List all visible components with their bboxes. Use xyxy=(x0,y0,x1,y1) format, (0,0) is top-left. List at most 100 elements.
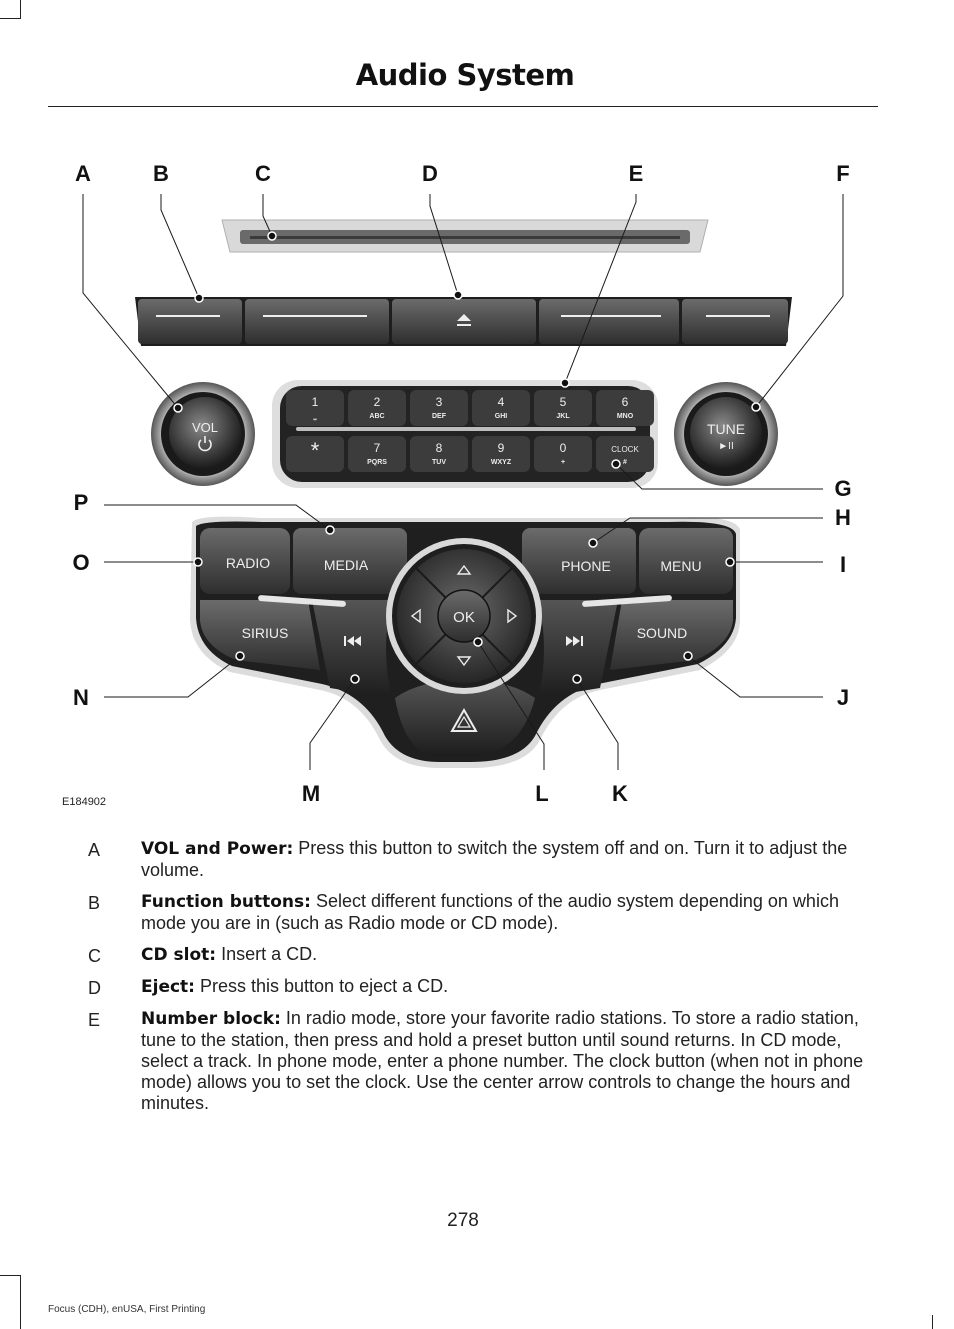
vol-knob[interactable]: VOL xyxy=(151,382,255,486)
function-button-4[interactable] xyxy=(682,299,788,344)
callout-h: H xyxy=(835,505,851,530)
number-key-sublabel: MNO xyxy=(617,413,634,420)
footer-text: Focus (CDH), enUSA, First Printing xyxy=(48,1304,206,1315)
callout-o: O xyxy=(72,550,89,575)
item-letter: D xyxy=(88,978,101,998)
sound-label: SOUND xyxy=(637,625,688,641)
number-key-sublabel: DEF xyxy=(432,413,447,420)
function-button-2[interactable] xyxy=(245,299,389,344)
callout-p: P xyxy=(74,490,89,515)
number-key-7[interactable]: * xyxy=(286,436,344,472)
menu-label: MENU xyxy=(660,558,701,574)
number-key-label: 8 xyxy=(436,441,443,455)
audio-control-panel-figure: VOL TUNE ►II 1⎵2ABC3DEF4GHI5JKL6MNO*7PQR… xyxy=(72,161,851,806)
hazard-icon xyxy=(450,707,478,732)
figure-id: E184902 xyxy=(62,796,107,808)
number-key-sublabel: JKL xyxy=(556,413,570,420)
number-key-label: 4 xyxy=(498,395,505,409)
item-term: Number block: xyxy=(141,1009,281,1029)
callout-f: F xyxy=(836,161,849,186)
ok-button[interactable] xyxy=(437,589,491,643)
number-key-12[interactable]: CLOCK# xyxy=(596,436,654,472)
menu-button[interactable] xyxy=(639,528,733,594)
media-label: MEDIA xyxy=(324,557,369,573)
main-button-cluster: RADIO MEDIA PHONE MENU SIRIUS SOUND xyxy=(190,516,740,768)
function-button-1[interactable] xyxy=(138,299,242,344)
item-description: Press this button to switch the system o… xyxy=(141,838,848,880)
phone-label: PHONE xyxy=(561,558,611,574)
number-key-sublabel: + xyxy=(561,459,565,466)
item-text: VOL and Power: Press this button to swit… xyxy=(141,838,869,881)
eject-icon xyxy=(457,314,471,326)
down-arrow-icon[interactable] xyxy=(456,656,472,667)
leader-lines xyxy=(82,194,844,770)
item-text: CD slot: Insert a CD. xyxy=(141,944,869,966)
up-arrow-icon[interactable] xyxy=(456,564,472,575)
number-key-label: 9 xyxy=(498,441,505,455)
number-key-label: 5 xyxy=(560,395,567,409)
play-pause-label: ►II xyxy=(718,441,733,452)
number-key-1[interactable]: 1⎵ xyxy=(286,390,344,426)
number-key-label: 7 xyxy=(374,441,381,455)
ok-label: OK xyxy=(453,609,475,626)
radio-button[interactable] xyxy=(200,528,290,594)
item-description: Press this button to eject a CD. xyxy=(200,976,449,996)
description-item: D Eject: Press this button to eject a CD. xyxy=(0,976,954,998)
number-key-label: 2 xyxy=(374,395,381,409)
number-key-sublabel: PQRS xyxy=(367,459,387,466)
callout-e: E xyxy=(629,161,644,186)
right-arrow-icon[interactable] xyxy=(507,608,518,624)
leader-dots xyxy=(173,231,761,684)
sirius-button[interactable] xyxy=(200,600,320,670)
directional-pad[interactable]: OK xyxy=(386,538,542,694)
media-button[interactable] xyxy=(293,528,407,594)
cd-slot[interactable] xyxy=(221,219,709,253)
sound-button[interactable] xyxy=(610,600,733,670)
item-text: Number block: In radio mode, store your … xyxy=(141,1008,869,1114)
radio-label: RADIO xyxy=(226,555,270,571)
phone-button[interactable] xyxy=(522,528,636,594)
page-title: Audio System xyxy=(355,58,575,92)
item-letter: B xyxy=(88,893,101,913)
tune-knob[interactable]: TUNE ►II xyxy=(674,382,778,486)
callout-g: G xyxy=(834,476,851,501)
title-rule xyxy=(48,106,878,107)
number-key-sublabel: WXYZ xyxy=(491,459,512,466)
number-key-label: 6 xyxy=(622,395,629,409)
callout-b: B xyxy=(153,161,169,186)
seek-forward-button[interactable] xyxy=(538,600,618,698)
number-key-11[interactable]: 0+ xyxy=(534,436,592,472)
callout-n: N xyxy=(73,685,89,710)
number-key-label: 1 xyxy=(312,395,319,409)
item-text: Eject: Press this button to eject a CD. xyxy=(141,976,869,998)
tune-label: TUNE xyxy=(707,421,745,437)
item-term: CD slot: xyxy=(141,945,217,965)
number-key-sublabel: ⎵ xyxy=(313,413,317,420)
vol-label: VOL xyxy=(192,420,218,435)
number-key-sublabel: ABC xyxy=(369,413,384,420)
callout-j: J xyxy=(837,685,849,710)
left-arrow-icon[interactable] xyxy=(410,608,421,624)
crop-mark-top-left xyxy=(20,0,21,18)
seek-back-button[interactable] xyxy=(312,600,392,698)
item-description: Select different functions of the audio … xyxy=(141,891,839,933)
callout-d: D xyxy=(422,161,438,186)
callout-c: C xyxy=(255,161,271,186)
function-button-3[interactable] xyxy=(539,299,679,344)
callout-l: L xyxy=(535,781,548,806)
crop-mark-bottom-right xyxy=(932,1315,933,1329)
item-letter: C xyxy=(88,946,101,966)
number-key-sublabel: GHI xyxy=(495,413,508,420)
eject-button[interactable] xyxy=(392,299,536,344)
